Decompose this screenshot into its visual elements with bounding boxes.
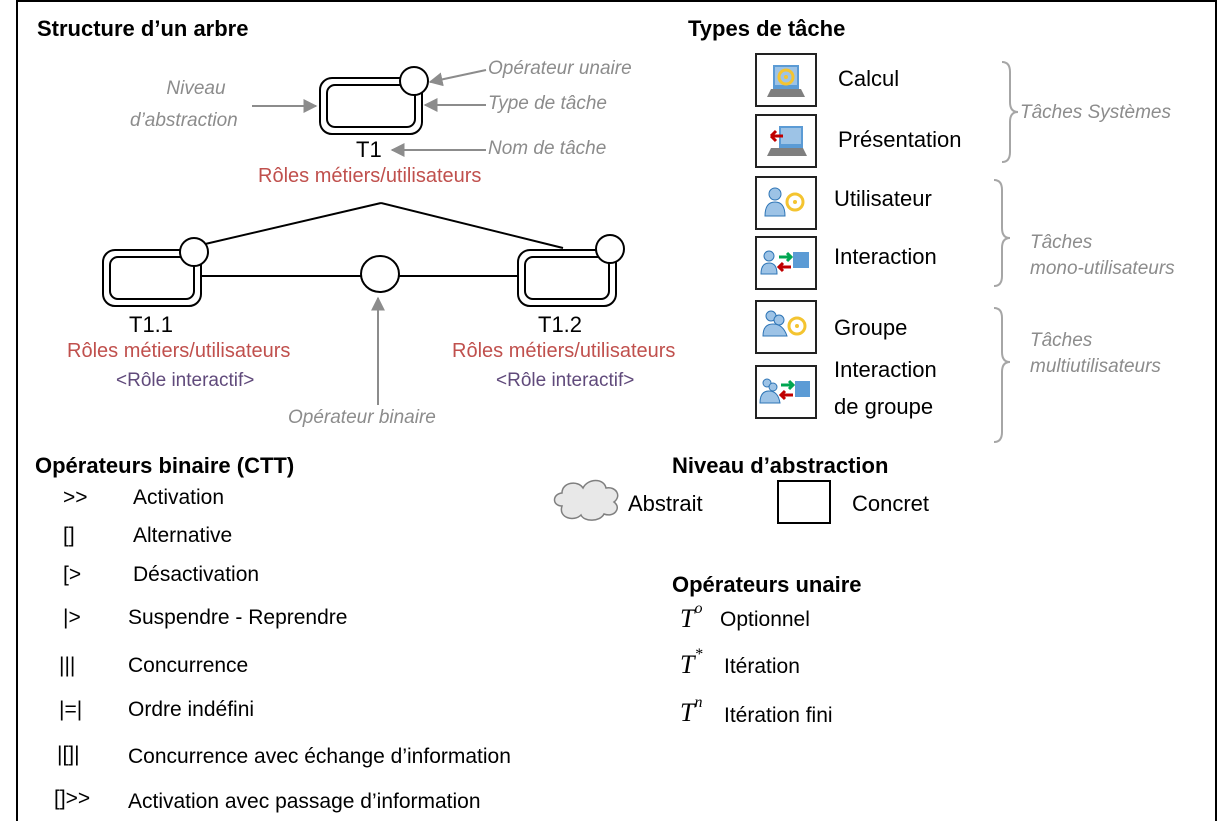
group-label-systems: Tâches Systèmes: [1020, 102, 1171, 123]
operator-label: Activation avec passage d’information: [128, 790, 481, 813]
operator-symbol: |>: [63, 606, 81, 629]
node-t1: [319, 66, 429, 135]
operator-label: Suspendre - Reprendre: [128, 606, 348, 629]
unary-operator-label: Optionnel: [720, 608, 810, 631]
task-type-label-interaction: Interaction: [834, 244, 937, 269]
operator-label: Ordre indéfini: [128, 698, 255, 721]
task-type-label-user: Utilisateur: [834, 186, 932, 211]
binary-operators-title: Opérateurs binaire (CTT): [35, 453, 295, 478]
brace-mono-users: [993, 179, 1011, 287]
abstract-label: Abstrait: [628, 491, 703, 516]
node-interactive-role-t1-1: <Rôle interactif>: [116, 370, 255, 391]
annotation-unary-operator: Opérateur unaire: [488, 58, 632, 79]
operator-symbol: [>: [63, 563, 82, 586]
brace-systems: [1001, 61, 1019, 163]
operator-symbol: []: [63, 524, 75, 547]
computation-icon: [755, 53, 817, 107]
unary-operator-circle: [399, 66, 429, 96]
unary-operator-label: Itération fini: [724, 704, 833, 727]
annotation-binary-operator: Opérateur binaire: [288, 407, 436, 428]
operator-symbol: |[]|: [57, 743, 80, 766]
group-label-mono-users: Tâches: [1030, 232, 1093, 253]
unary-operator-label: Itération: [724, 655, 800, 678]
structure-title: Structure d’un arbre: [37, 16, 249, 41]
operator-symbol: []>>: [54, 787, 91, 810]
node-interactive-role-t1-2: <Rôle interactif>: [496, 370, 635, 391]
operator-symbol: |||: [59, 654, 76, 677]
operator-symbol: >>: [63, 486, 88, 509]
task-type-label-group: Groupe: [834, 315, 908, 340]
brace-multi-users: [993, 307, 1011, 443]
unary-operator-symbol: T*: [680, 646, 703, 679]
node-roles-t1-1: Rôles métiers/utilisateurs: [67, 340, 291, 362]
operator-label: Alternative: [133, 524, 233, 547]
group-task-icon: [755, 300, 817, 354]
abstract-cloud-icon: [553, 479, 619, 521]
user-task-icon: [755, 176, 817, 230]
node-roles-t1: Rôles métiers/utilisateurs: [258, 165, 482, 187]
abstraction-title: Niveau d’abstraction: [672, 453, 889, 478]
annotation-task-name: Nom de tâche: [488, 138, 607, 159]
node-name-t1: T1: [356, 137, 382, 162]
presentation-icon: [755, 114, 817, 168]
operator-label: Activation: [133, 486, 225, 509]
group-label-multi-users-2: multiutilisateurs: [1030, 356, 1161, 377]
arrow-unary-operator: [428, 69, 487, 87]
task-type-label-presentation: Présentation: [838, 127, 962, 152]
unary-operators-title: Opérateurs unaire: [672, 572, 862, 597]
node-t1-1: [102, 237, 209, 307]
task-type-label-group-interaction: Interaction: [834, 357, 937, 382]
task-types-title: Types de tâche: [688, 16, 846, 41]
operator-symbol: |=|: [59, 698, 83, 721]
interaction-icon: [755, 236, 817, 290]
annotation-abstraction-level-2: d’abstraction: [130, 110, 238, 131]
unary-operator-circle: [595, 234, 625, 264]
unary-operator-symbol: To: [680, 600, 703, 633]
task-type-label-computation: Calcul: [838, 66, 900, 91]
unary-operator-symbol: Tn: [680, 694, 703, 727]
unary-operator-circle: [179, 237, 209, 267]
group-label-mono-users-2: mono-utilisateurs: [1030, 258, 1175, 279]
group-label-multi-users: Tâches: [1030, 330, 1093, 351]
tree-edge-left: [187, 202, 382, 249]
binary-operator-circle: [360, 255, 400, 293]
node-name-t1-1: T1.1: [129, 312, 174, 337]
node-name-t1-2: T1.2: [538, 312, 583, 337]
node-t1-2: [517, 234, 625, 307]
node-roles-t1-2: Rôles métiers/utilisateurs: [452, 340, 676, 362]
task-type-label-group-interaction-2: de groupe: [834, 394, 934, 419]
operator-label: Désactivation: [133, 563, 260, 586]
tree-edge-right: [380, 202, 564, 249]
operator-label: Concurrence avec échange d’information: [128, 745, 511, 768]
annotation-task-type: Type de tâche: [488, 93, 608, 114]
group-interaction-icon: [755, 365, 817, 419]
concrete-label: Concret: [852, 491, 930, 516]
operator-label: Concurrence: [128, 654, 249, 677]
concrete-box: [777, 480, 831, 524]
annotation-abstraction-level: Niveau: [166, 78, 226, 99]
